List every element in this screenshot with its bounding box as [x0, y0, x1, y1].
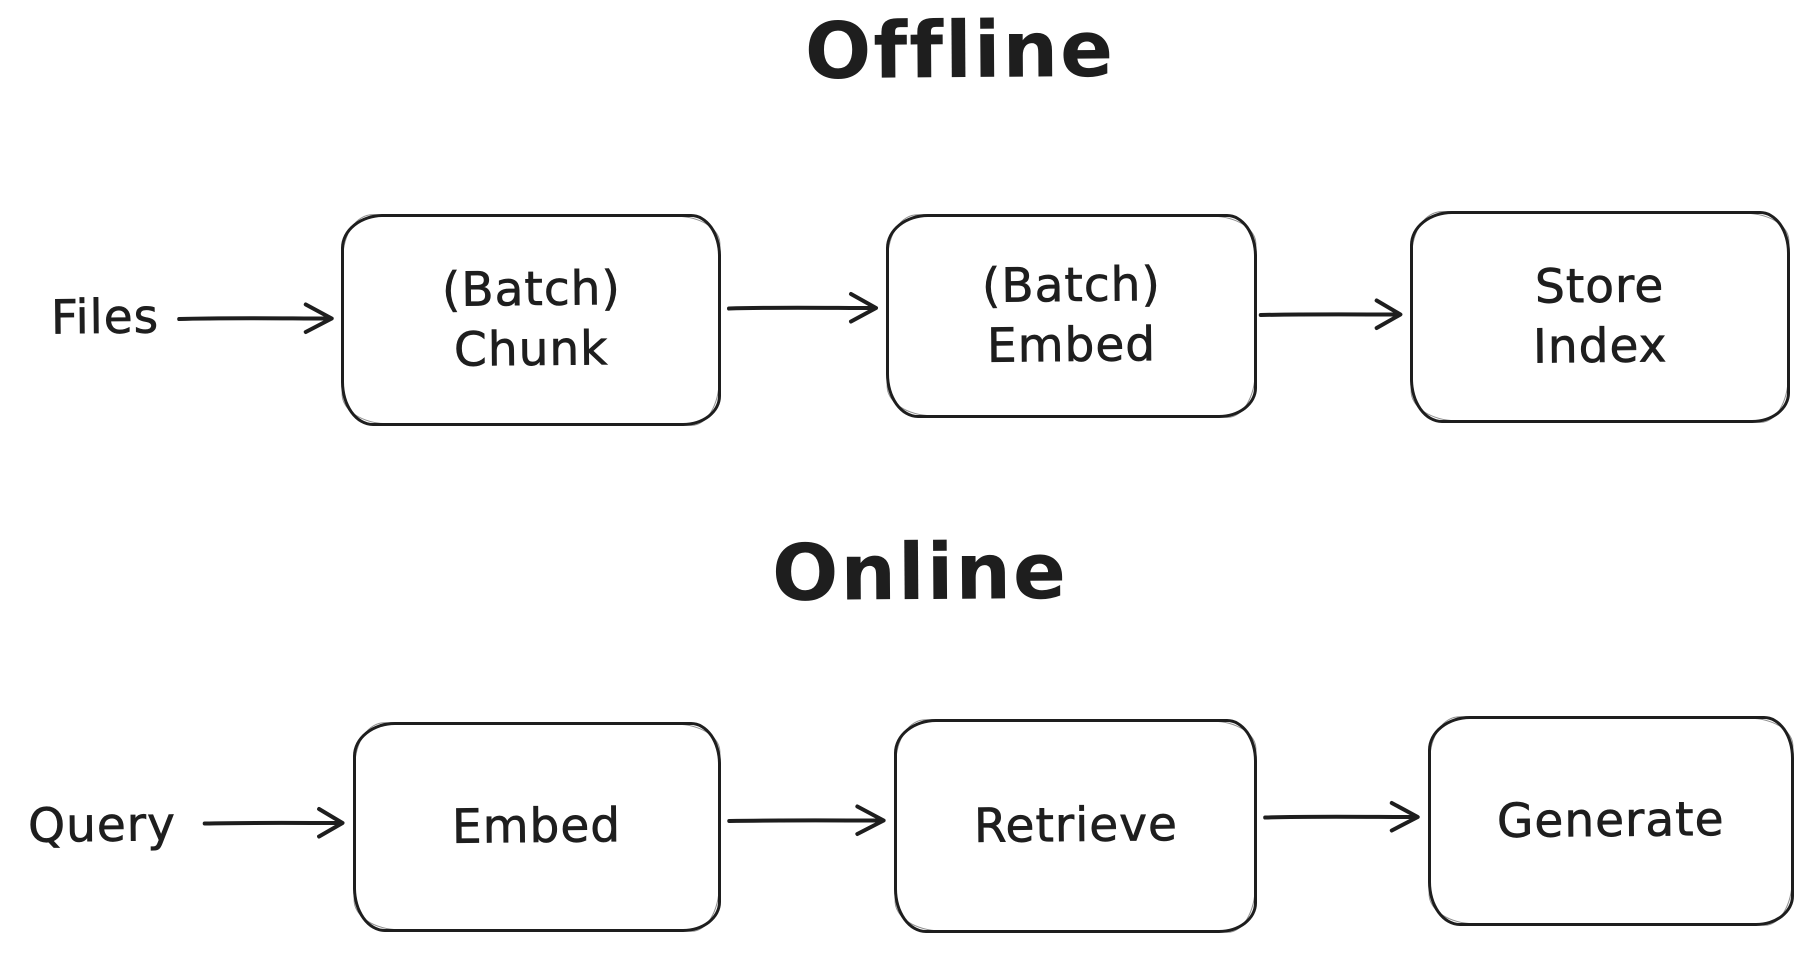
node-label-line: Embed	[452, 798, 622, 855]
node-label-line: Retrieve	[973, 797, 1178, 854]
node-batch-chunk: (Batch) Chunk	[341, 214, 721, 426]
files-label: Files	[50, 289, 160, 346]
node-store-index: Store Index	[1410, 211, 1790, 423]
node-embed: Embed	[353, 722, 721, 932]
node-label-line: Chunk	[453, 321, 609, 378]
node-label-line: Generate	[1496, 792, 1726, 850]
arrow-chunk-to-embed-icon	[724, 288, 884, 328]
node-label-line: (Batch)	[441, 261, 621, 318]
arrow-files-to-chunk-icon	[174, 298, 340, 338]
arrow-embed-to-retrieve-icon	[724, 800, 892, 840]
node-label-line: Store	[1535, 258, 1665, 315]
node-generate: Generate	[1428, 716, 1794, 926]
node-label-line: (Batch)	[981, 257, 1162, 314]
arrow-query-to-embed-icon	[200, 803, 350, 843]
arrow-retrieve-to-generate-icon	[1260, 797, 1426, 837]
node-label-line: Index	[1532, 318, 1668, 375]
query-label: Query	[27, 797, 177, 854]
online-section-title: Online	[771, 526, 1069, 620]
node-batch-embed: (Batch) Embed	[886, 214, 1257, 418]
node-retrieve: Retrieve	[894, 719, 1257, 933]
node-label-line: Embed	[986, 317, 1157, 374]
arrow-embed-to-store-icon	[1256, 294, 1408, 334]
offline-section-title: Offline	[804, 4, 1116, 98]
